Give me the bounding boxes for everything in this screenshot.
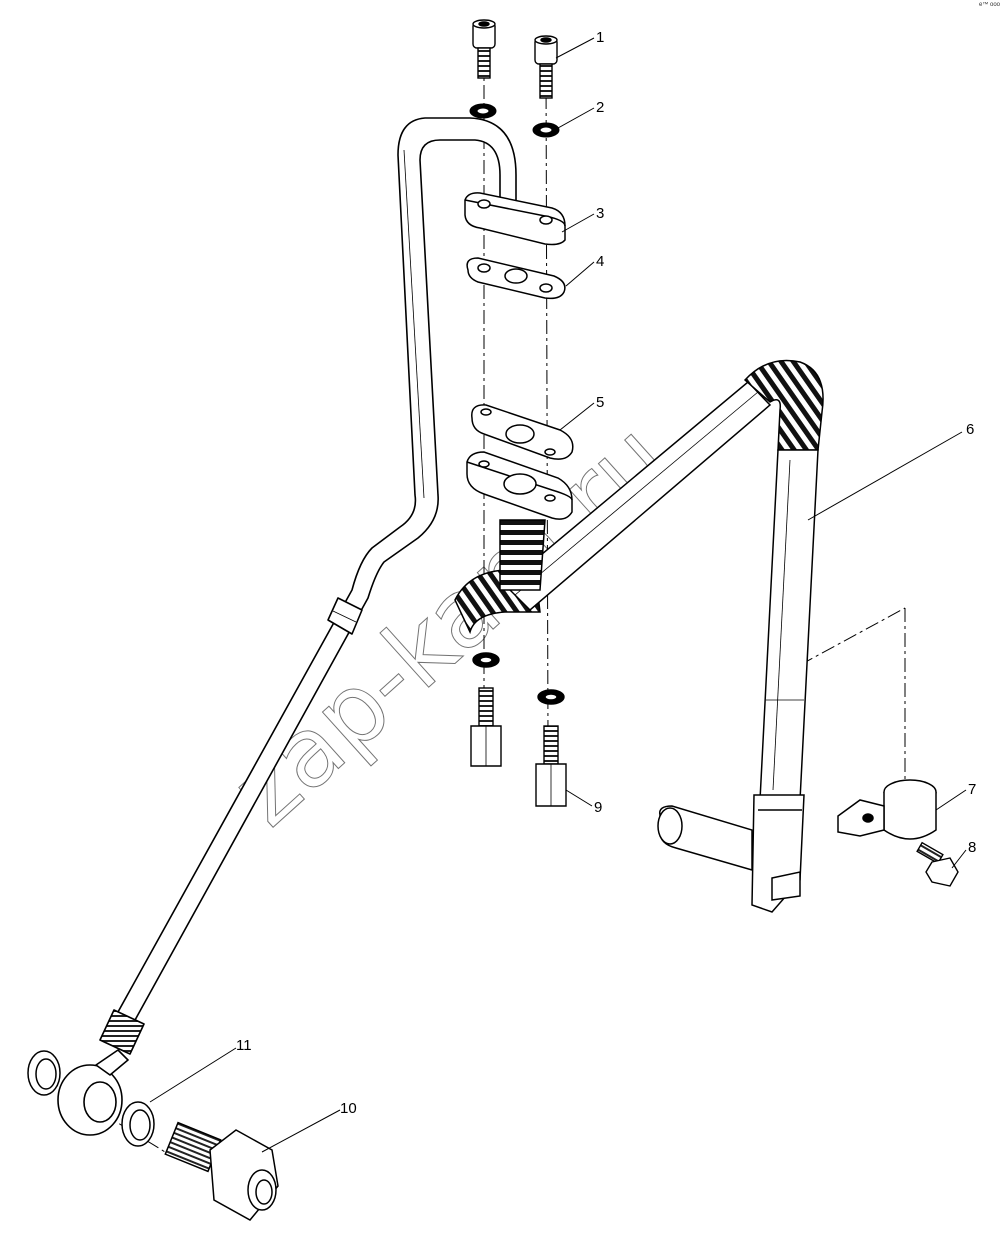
callout-10: 10 <box>340 1100 357 1117</box>
callout-5: 5 <box>596 394 604 411</box>
leader-lines <box>149 37 967 1153</box>
clamp-7 <box>837 779 937 840</box>
flange-3 <box>464 192 566 246</box>
callout-6: 6 <box>966 421 974 438</box>
lower-flange <box>466 451 573 520</box>
watermark: zap-kam.ru <box>210 401 688 847</box>
callout-2: 2 <box>596 99 604 116</box>
oil-drain-pipe <box>454 359 824 913</box>
stud-9 <box>470 652 567 807</box>
callout-11: 11 <box>236 1037 252 1054</box>
callout-4: 4 <box>596 253 604 270</box>
bolt-1-right <box>534 35 558 99</box>
gasket-5 <box>471 404 574 460</box>
callout-1: 1 <box>596 29 604 46</box>
callout-3: 3 <box>596 205 604 222</box>
callout-9: 9 <box>594 799 602 816</box>
callout-7: 7 <box>968 781 976 798</box>
callout-labels: 1 2 3 4 5 6 7 8 9 10 11 <box>236 29 976 1117</box>
callout-8: 8 <box>968 839 976 856</box>
gasket-4 <box>466 257 566 300</box>
corner-mark: e™ ooo <box>978 2 1000 8</box>
washer-11 <box>27 1050 155 1147</box>
banjo-bolt-10 <box>164 1121 279 1221</box>
washer-2 <box>469 103 560 138</box>
bolt-8 <box>916 841 959 887</box>
oil-supply-pipe <box>57 117 517 1136</box>
bolt-1-left <box>472 19 496 79</box>
